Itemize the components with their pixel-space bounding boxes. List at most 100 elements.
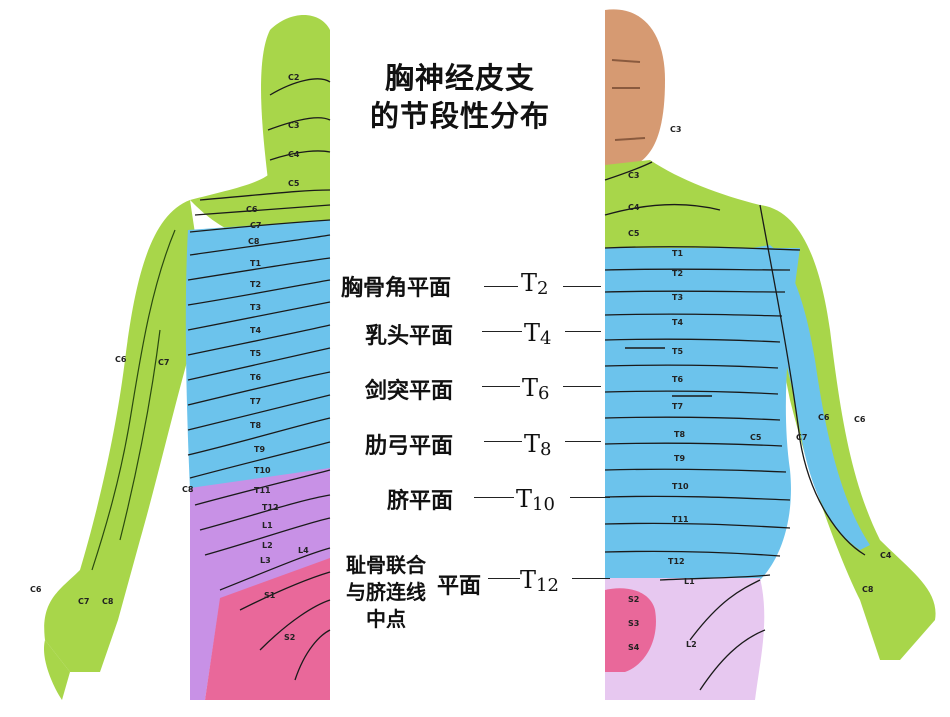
front-dermatome-label: C7 — [796, 433, 807, 442]
back-dermatome-label: C5 — [288, 179, 300, 188]
front-thoracic — [605, 248, 800, 580]
back-dermatome-label: L3 — [260, 556, 271, 565]
back-dermatome-label: C7 — [250, 221, 261, 230]
back-head — [261, 15, 330, 180]
front-dermatome-label: L1 — [684, 577, 695, 586]
back-dermatome-label: C4 — [288, 150, 300, 159]
front-dermatome-label: T5 — [672, 347, 683, 356]
back-left-arm-inner — [119, 329, 161, 541]
leader-line — [482, 386, 520, 387]
back-dermatome-label: L2 — [262, 541, 273, 550]
front-dermatome-label: T2 — [672, 269, 683, 278]
leader-line — [563, 286, 601, 287]
back-dermatome-label: T10 — [254, 466, 271, 475]
leader-line — [570, 497, 610, 498]
plane-label-line-2: 与脐连线 — [346, 580, 426, 604]
plane-label-nipple: 乳头平面 — [365, 324, 454, 349]
front-sacral — [605, 588, 656, 672]
dermatome-labels: C2C3C4C5C6C7C8T1T2T3T4T5T6T7T8T9T10T11T1… — [30, 73, 892, 652]
front-dermatome-label: T7 — [672, 402, 683, 411]
leader-line — [474, 497, 514, 498]
back-left-hand — [43, 640, 70, 700]
front-dermatome-label: T1 — [672, 249, 683, 258]
front-dermatome-label: C8 — [862, 585, 874, 594]
front-dermatome-label: C3 — [670, 125, 681, 134]
plane-label-suffix: 平面 — [437, 574, 482, 599]
back-dermatome-label: T3 — [250, 303, 261, 312]
front-dermatome-label: L2 — [686, 640, 697, 649]
leader-line — [572, 578, 610, 579]
back-dermatome-label: C6 — [30, 585, 42, 594]
back-dermatome-label: T9 — [254, 445, 265, 454]
front-dermatome-label: S4 — [628, 643, 640, 652]
front-dermatome-label: S3 — [628, 619, 639, 628]
leader-line — [565, 331, 601, 332]
back-dermatome-label: C6 — [246, 205, 258, 214]
front-dermatome-label: C3 — [628, 171, 639, 180]
back-dermatome-label: L4 — [298, 546, 309, 555]
back-dermatome-label: T11 — [254, 486, 271, 495]
plane-label-line-3: 中点 — [366, 607, 406, 631]
back-dermatome-label: T2 — [250, 280, 261, 289]
front-cervical — [605, 160, 800, 250]
back-thoracic — [185, 220, 330, 490]
segment-T4: T4 — [524, 319, 552, 349]
front-figure — [604, 9, 936, 700]
front-head — [605, 9, 665, 171]
back-dermatome-label: S1 — [264, 591, 276, 600]
back-figure — [43, 15, 331, 700]
leader-line — [563, 386, 601, 387]
front-dermatome-label: T4 — [672, 318, 683, 327]
back-dermatome-label: S2 — [284, 633, 295, 642]
leader-line — [484, 286, 518, 287]
front-dermatome-label: T12 — [668, 557, 685, 566]
front-dermatome-label: T10 — [672, 482, 689, 491]
back-dermatome-label: T6 — [250, 373, 261, 382]
title-line-2: 的节段性分布 — [369, 99, 550, 133]
back-dermatome-label: C8 — [248, 237, 260, 246]
plane-label-umbilicus: 脐平面 — [387, 489, 454, 514]
back-dermatome-label: T4 — [250, 326, 261, 335]
plane-label-pubic-midpoint: 耻骨联合 与脐连线 中点 — [336, 552, 436, 633]
front-dermatome-label: T8 — [674, 430, 685, 439]
back-dermatome-label: T1 — [250, 259, 261, 268]
front-dermatome-label: C6 — [818, 413, 830, 422]
back-dermatome-label: T8 — [250, 421, 261, 430]
back-dermatome-label: T12 — [262, 503, 279, 512]
plane-label-line-1: 耻骨联合 — [346, 553, 426, 577]
back-dermatome-label: C7 — [158, 358, 169, 367]
back-dermatome-label: T7 — [250, 397, 261, 406]
front-dermatome-label: C6 — [854, 415, 866, 424]
back-dermatome-label: C8 — [182, 485, 194, 494]
segment-T12: T12 — [520, 566, 559, 596]
front-dermatome-label: S2 — [628, 595, 639, 604]
leader-line — [488, 578, 520, 579]
front-dermatome-label: T11 — [672, 515, 689, 524]
back-left-arm — [44, 200, 205, 672]
back-dermatome-label: C3 — [288, 121, 299, 130]
back-dermatome-label: C8 — [102, 597, 114, 606]
plane-label-xiphoid: 剑突平面 — [365, 379, 454, 404]
segment-T8: T8 — [524, 430, 552, 460]
back-dermatome-label: C6 — [115, 355, 127, 364]
front-dermatome-label: T3 — [672, 293, 683, 302]
plane-label-sternal-angle: 胸骨角平面 — [341, 276, 452, 301]
front-right-arm-blue — [740, 245, 870, 550]
back-dermatome-label: L1 — [262, 521, 273, 530]
front-dermatome-label: C4 — [628, 203, 640, 212]
front-dermatome-label: T6 — [672, 375, 683, 384]
segment-T2: T2 — [521, 269, 549, 299]
front-dermatome-label: C4 — [880, 551, 892, 560]
back-dermatome-label: T5 — [250, 349, 261, 358]
leader-line — [482, 331, 522, 332]
title-line-1: 胸神经皮支 — [384, 61, 535, 95]
leader-line — [484, 441, 522, 442]
front-dermatome-label: T9 — [674, 454, 685, 463]
front-dermatome-label: C5 — [628, 229, 640, 238]
plane-label-costal-arch: 肋弓平面 — [365, 434, 454, 459]
back-dermatome-label: C7 — [78, 597, 89, 606]
back-dermatome-label: C2 — [288, 73, 299, 82]
leader-line — [565, 441, 601, 442]
